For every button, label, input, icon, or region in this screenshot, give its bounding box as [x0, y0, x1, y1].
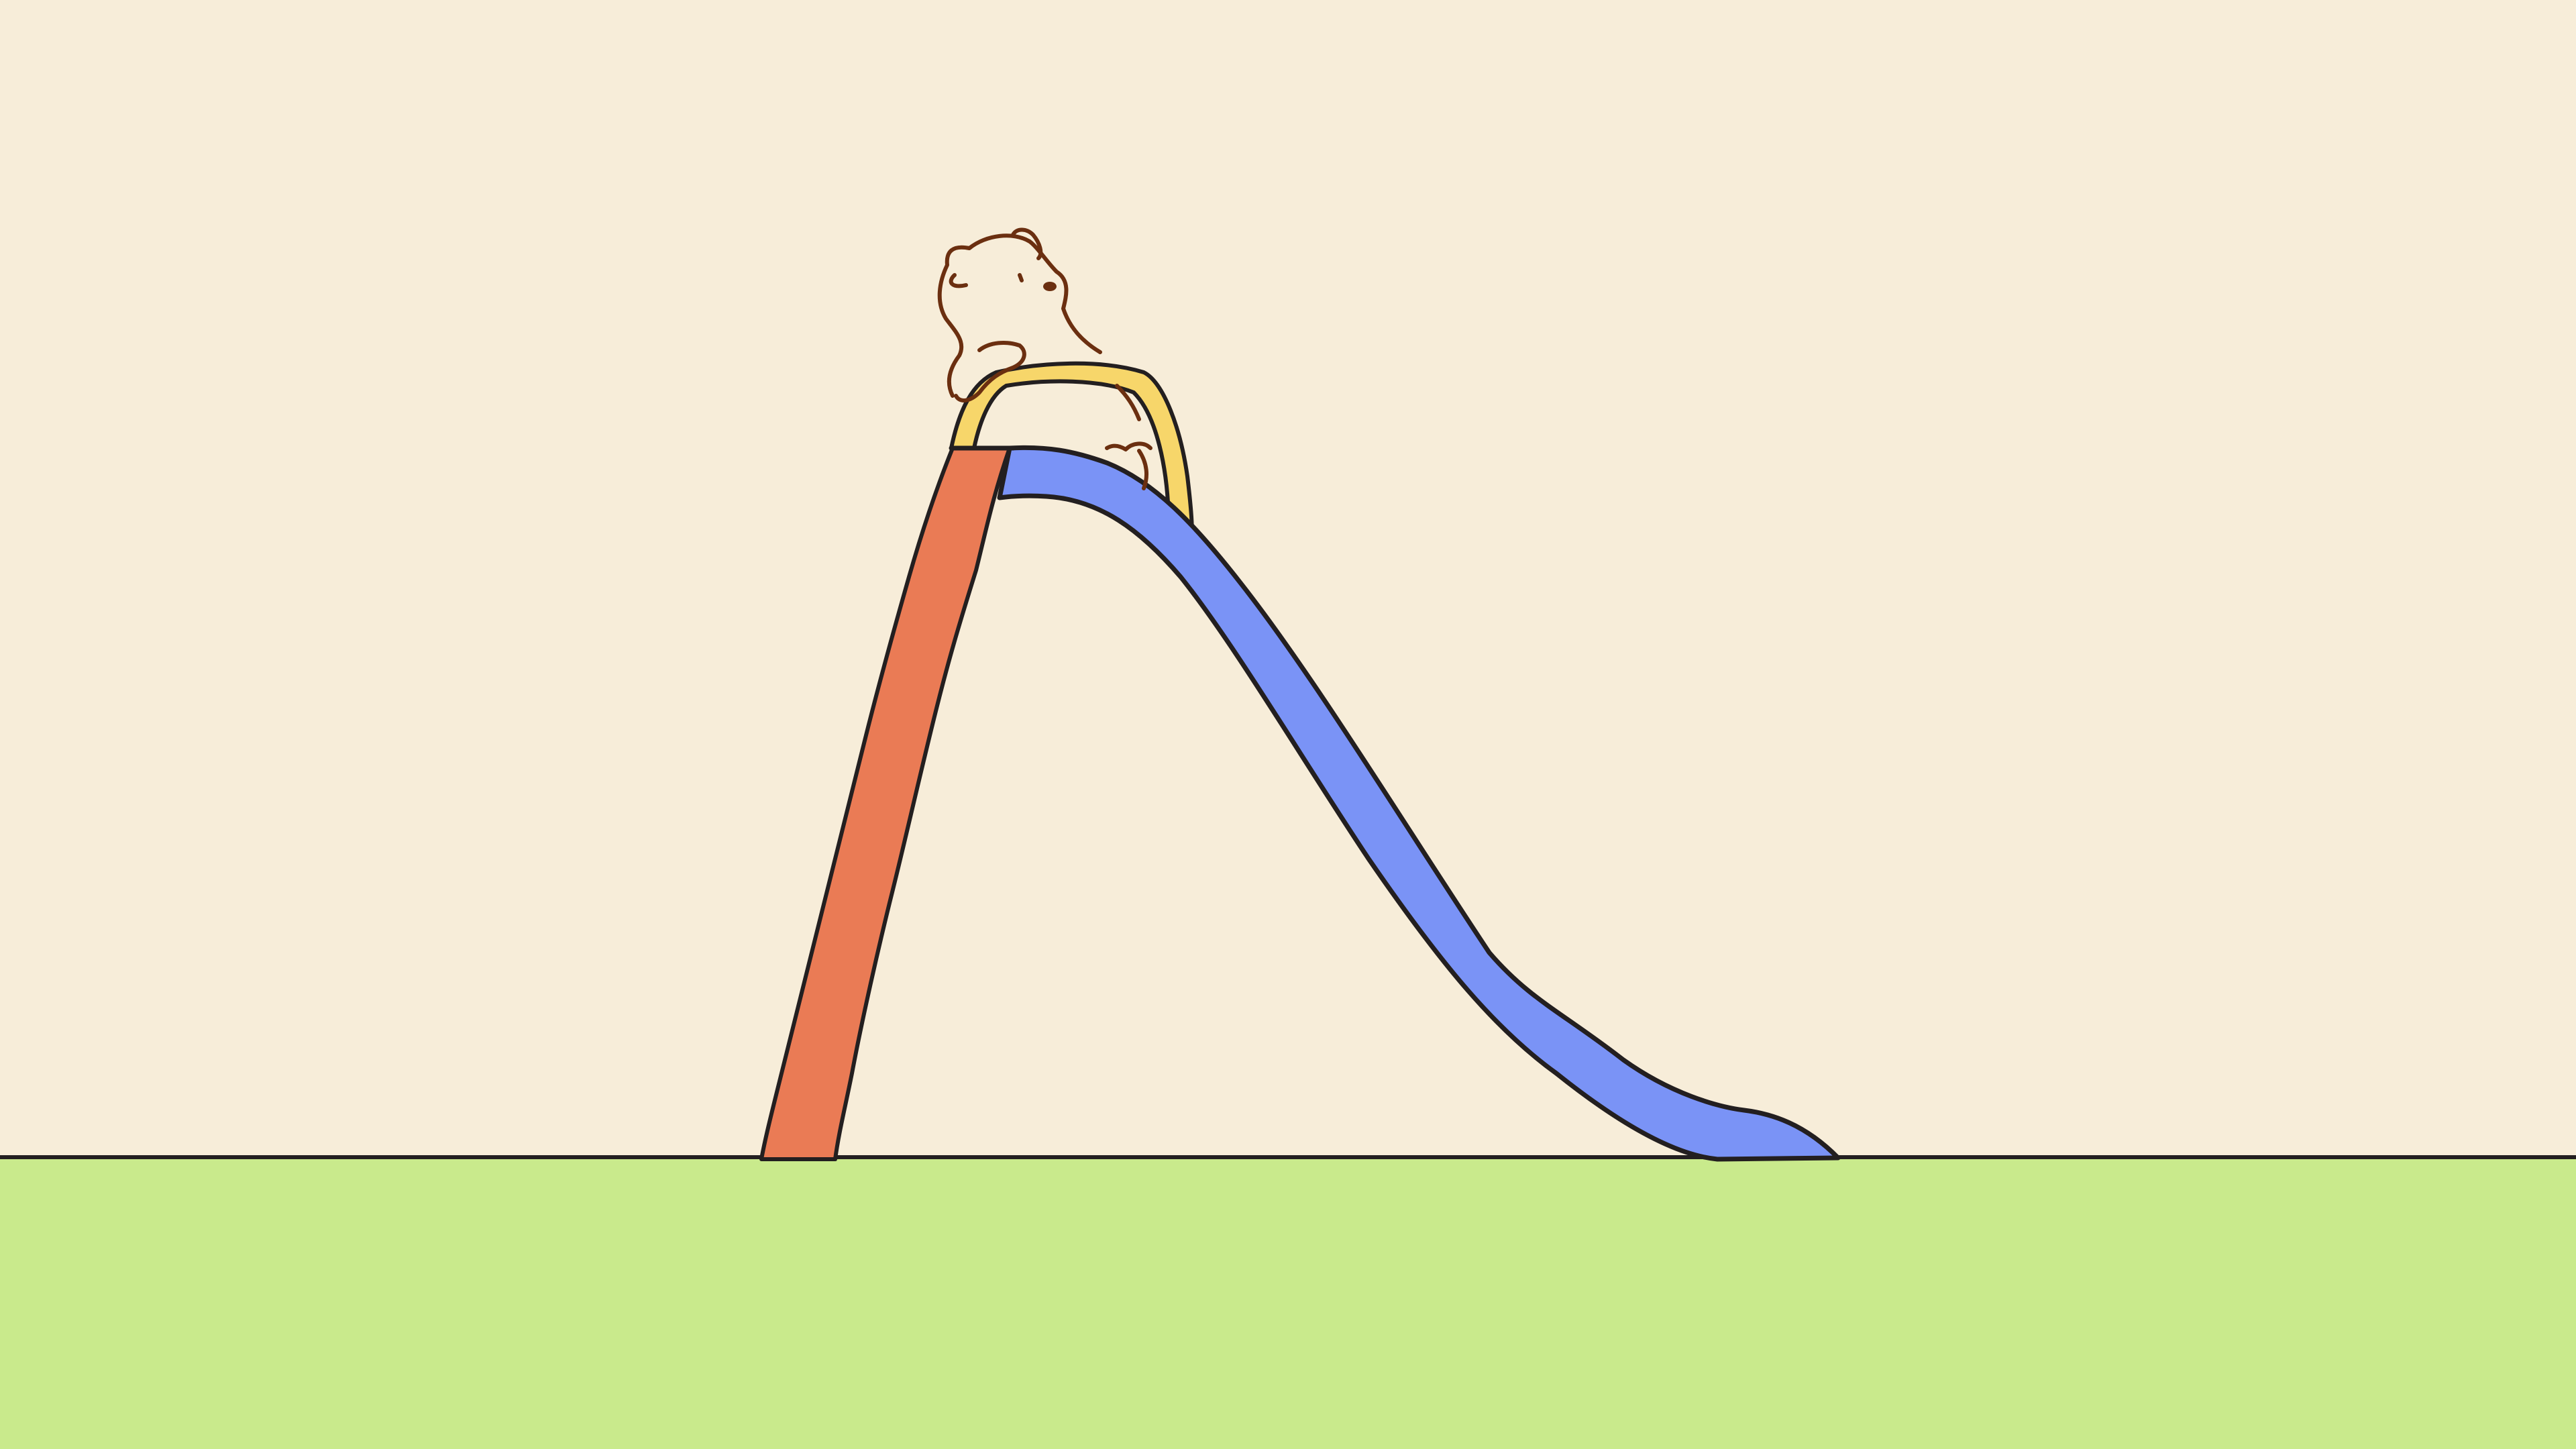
- slide-chute[interactable]: [997, 445, 1841, 1162]
- bear-eye: [1018, 273, 1024, 282]
- bear-paw-left: [954, 341, 1026, 402]
- bear-cub-icon[interactable]: [937, 227, 1152, 490]
- slide-handrail: [949, 361, 1194, 539]
- bear-ear: [1011, 227, 1043, 260]
- sky-background: [0, 0, 2576, 1159]
- bear-nose: [1043, 282, 1057, 291]
- bear-paw-right: [1105, 441, 1152, 490]
- slide-ladder[interactable]: [759, 446, 1012, 1161]
- grass-ground: [0, 1159, 2576, 1449]
- bear-arm: [1115, 384, 1141, 421]
- ground-line: [0, 1155, 2576, 1159]
- bear-body-outline: [937, 233, 1102, 398]
